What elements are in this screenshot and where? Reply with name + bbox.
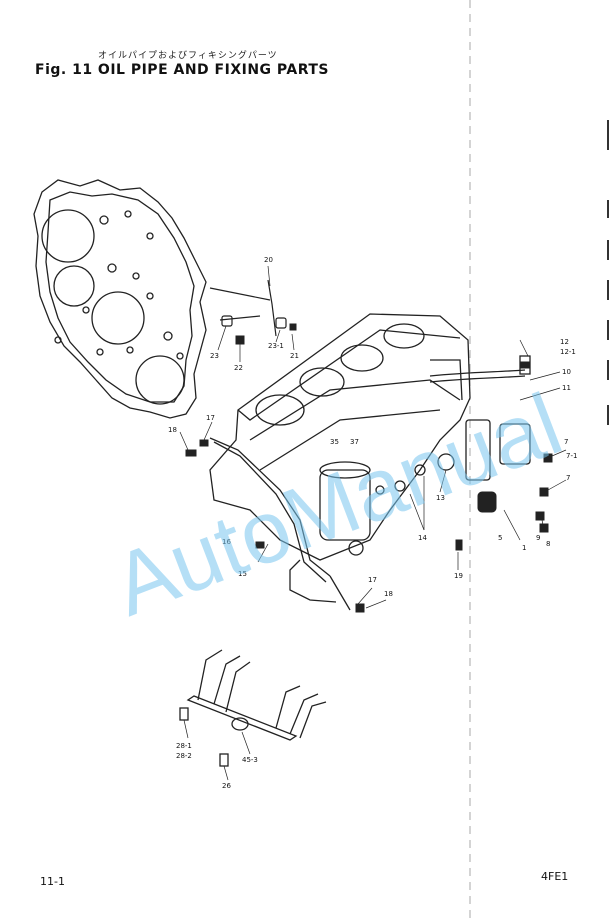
callout-8: 8	[546, 540, 550, 548]
callout-22: 22	[234, 364, 243, 372]
callout-13: 13	[436, 494, 445, 502]
callout-19: 19	[454, 572, 463, 580]
callout-5: 5	[498, 534, 502, 542]
callout-23-1: 23-1	[268, 342, 284, 350]
callout-1: 1	[522, 544, 526, 552]
engine-code: 4FE1	[541, 870, 569, 883]
gear-case	[33, 179, 207, 419]
callout-23: 23	[210, 352, 219, 360]
callout-9: 9	[536, 534, 540, 542]
callout-7-1: 7-1	[566, 452, 577, 460]
callout-10: 10	[562, 368, 571, 376]
callout-45-3: 45-3	[242, 756, 258, 764]
callout-20: 20	[264, 256, 273, 264]
callout-35: 35	[330, 438, 339, 446]
oil-pipe	[209, 437, 351, 611]
callout-37: 37	[350, 438, 359, 446]
leader-lines	[179, 265, 567, 781]
oil-filter	[319, 469, 371, 541]
callout-18-upper: 18	[168, 426, 177, 434]
callout-28-2: 28-2	[176, 752, 192, 760]
watermark-text: AutoManual	[100, 374, 574, 635]
callout-18-lower: 18	[384, 590, 393, 598]
oil-pipe-upper	[209, 279, 287, 337]
callout-11: 11	[562, 384, 571, 392]
oil-jet-assembly	[179, 649, 327, 767]
figure-title: Fig. 11 OIL PIPE AND FIXING PARTS	[35, 62, 330, 78]
bolts	[185, 323, 553, 613]
callout-17-lower: 17	[368, 576, 377, 584]
callout-15: 15	[238, 570, 247, 578]
page-number: 11-1	[40, 875, 65, 888]
callout-17-upper: 17	[206, 414, 215, 422]
callout-14: 14	[418, 534, 427, 542]
callout-26: 26	[222, 782, 231, 790]
callout-12: 12	[560, 338, 569, 346]
callout-21: 21	[290, 352, 299, 360]
figure-subtitle-japanese: オイルパイプおよびフィキシングパーツ	[98, 51, 278, 61]
callout-12-1: 12-1	[560, 348, 576, 356]
callout-28-1: 28-1	[176, 742, 192, 750]
cylinder-block	[209, 313, 531, 561]
callout-7-lower: 7	[566, 474, 570, 482]
callout-7-upper: 7	[564, 438, 568, 446]
callout-16: 16	[222, 538, 231, 546]
